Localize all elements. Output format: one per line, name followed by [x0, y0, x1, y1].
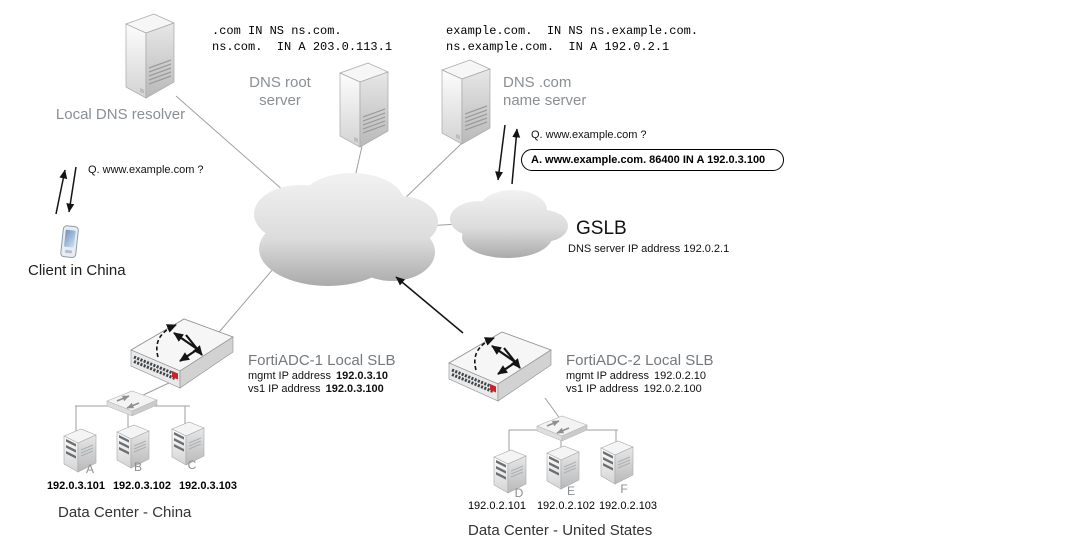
server-d-label: D	[514, 486, 524, 500]
fortiadc2-vs1-value: 192.0.2.100	[643, 383, 702, 395]
client-phone-icon	[60, 225, 79, 259]
server-a-icon	[63, 428, 97, 473]
server-d-icon	[493, 449, 527, 494]
client-up-arrow	[55, 169, 68, 215]
local-dns-resolver-icon	[125, 13, 175, 99]
client-down-arrow	[66, 166, 77, 213]
gslb-cloud	[450, 190, 568, 258]
fortinet-logo	[172, 371, 178, 380]
gslb-answer-box: A. www.example.com. 86400 IN A 192.0.3.1…	[521, 149, 784, 171]
server-c-ip: 192.0.3.103	[178, 480, 238, 492]
server-d-ip: 192.0.2.101	[467, 500, 527, 512]
server-a-label: A	[85, 462, 94, 476]
dns-com-records: example.com. IN NS ns.example.com. ns.ex…	[446, 24, 699, 54]
gslb-answer-up-arrow	[511, 128, 521, 185]
server-e-icon	[546, 445, 580, 490]
server-e-label: E	[566, 484, 575, 498]
fortiadc1-vs1-value: 192.0.3.100	[325, 383, 384, 395]
server-b-icon	[116, 424, 150, 469]
dns-root-server-icon	[339, 62, 389, 148]
switch-us-icon	[536, 415, 588, 442]
server-b-label: B	[133, 460, 142, 474]
local-dns-resolver-label: Local DNS resolver	[55, 106, 186, 123]
server-e-ip: 192.0.2.102	[536, 500, 596, 512]
server-f-label: F	[620, 482, 628, 496]
fortiadc1-mgmt-value: 192.0.3.10	[336, 370, 389, 382]
server-c-icon	[171, 421, 205, 466]
client-query-text: Q. www.example.com ?	[88, 164, 204, 176]
fortiadc2-mgmt-label: mgmt IP address	[566, 370, 649, 382]
internet-cloud	[254, 173, 438, 286]
dc-us-label: Data Center - United States	[468, 522, 653, 539]
fortiadc2-title: FortiADC-2 Local SLB	[566, 352, 714, 369]
fortiadc1-icon	[130, 318, 234, 389]
dns-root-server-label: DNS root server	[249, 74, 311, 109]
gslb-title: GSLB	[576, 218, 627, 239]
fortiadc2-vs1-ip: vs1 IP address 192.0.2.100	[566, 383, 702, 396]
fortinet-logo	[490, 384, 496, 393]
switch-china-icon	[106, 390, 158, 417]
gslb-subtitle: DNS server IP address 192.0.2.1	[568, 243, 730, 255]
fortiadc1-vs1-label: vs1 IP address	[248, 383, 321, 395]
gslb-query-text: Q. www.example.com ?	[531, 129, 647, 141]
fortiadc2-vs1-label: vs1 IP address	[566, 383, 639, 395]
load-balancer-glyph	[156, 324, 203, 362]
server-b-ip: 192.0.3.102	[112, 480, 172, 492]
fortiadc2-icon	[448, 331, 552, 402]
dc-china-label: Data Center - China	[58, 504, 192, 521]
fortiadc1-mgmt-label: mgmt IP address	[248, 370, 331, 382]
server-f-icon	[600, 440, 634, 485]
load-balancer-glyph	[474, 337, 521, 375]
server-a-ip: 192.0.3.101	[46, 480, 106, 492]
server-f-ip: 192.0.2.103	[598, 500, 658, 512]
dns-root-records: .com IN NS ns.com. ns.com. IN A 203.0.11…	[212, 24, 393, 54]
gslb-query-down-arrow	[495, 124, 506, 181]
fortiadc2-to-cloud-arrow	[395, 276, 464, 334]
fortiadc1-title: FortiADC-1 Local SLB	[248, 352, 396, 369]
fortiadc2-mgmt-value: 192.0.2.10	[654, 370, 707, 382]
client-label: Client in China	[28, 262, 126, 279]
dns-com-server-label: DNS .com name server	[503, 74, 587, 109]
fortiadc1-vs1-ip: vs1 IP address 192.0.3.100	[248, 383, 384, 396]
dns-com-server-icon	[441, 59, 491, 145]
query-arrows	[55, 124, 521, 334]
server-c-label: C	[187, 458, 197, 472]
fortiadc1-mgmt-ip: mgmt IP address 192.0.3.10	[248, 370, 388, 383]
fortiadc2-mgmt-ip: mgmt IP address 192.0.2.10	[566, 370, 706, 383]
